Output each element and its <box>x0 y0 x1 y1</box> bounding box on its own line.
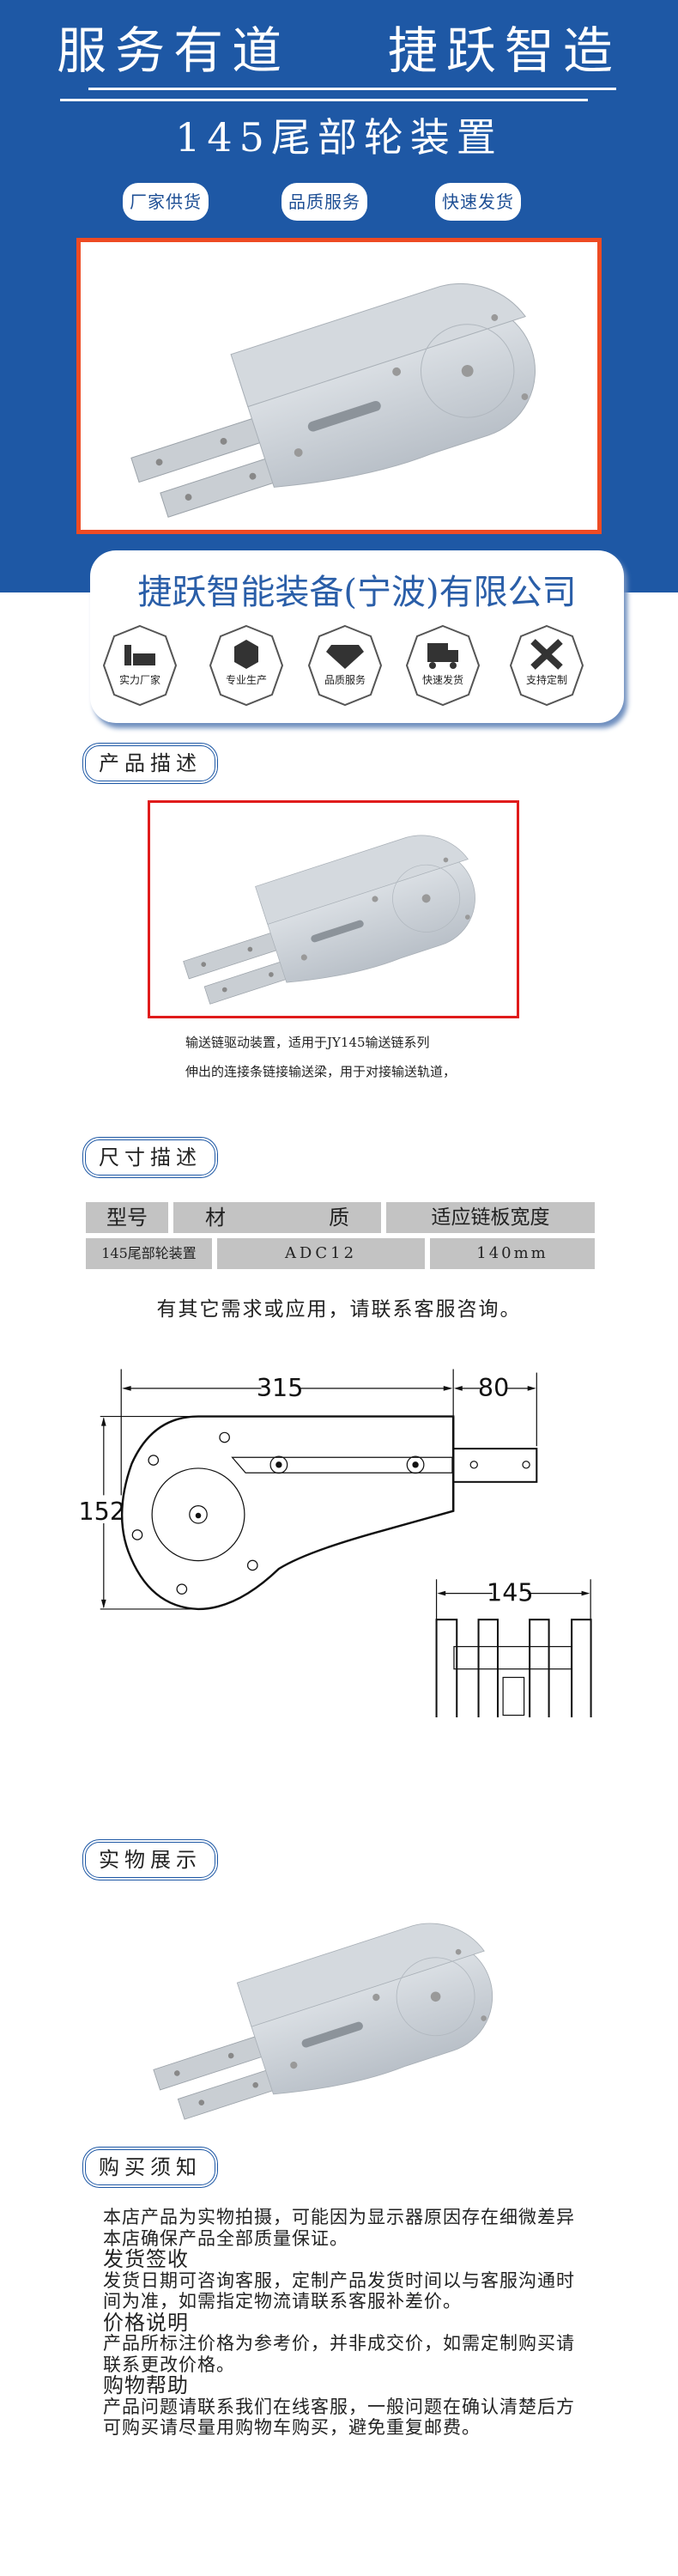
notice-heading: 价格说明 <box>103 2310 189 2335</box>
description-line: 输送链驱动装置，适用于JY145输送链系列 <box>185 1035 430 1050</box>
notice-paragraph: 发货日期可咨询客服，定制产品发货时间以与客服沟通时间为准，如需指定物流请联系客服… <box>103 2269 575 2312</box>
badge-fast-delivery: 快速发货 <box>435 183 521 221</box>
product-photo <box>115 1880 541 2138</box>
table-header-model: 型号 <box>86 1202 168 1233</box>
product-title: 145尾部轮装置 <box>175 114 503 161</box>
table-cell-material: ADC12 <box>217 1238 425 1269</box>
badge-quality-service: 品质服务 <box>281 183 367 221</box>
company-name: 捷跃智能装备(宁波)有限公司 <box>137 573 577 612</box>
dim-width: 145 <box>487 1578 534 1607</box>
hero-product-image <box>76 238 602 534</box>
feature-badge: 支持定制 <box>509 623 584 708</box>
badge-factory-supply: 厂家供货 <box>123 183 209 221</box>
product-image <box>148 800 519 1018</box>
ruler-pencil-icon <box>509 624 584 707</box>
table-cell-model: 145尾部轮装置 <box>86 1238 212 1269</box>
table-header-chain-width: 适应链板宽度 <box>386 1202 595 1233</box>
divider <box>60 99 588 101</box>
notice-paragraph: 产品问题请联系我们在线客服，一般问题在确认清楚后方可购买请尽量用购物车购买，避免… <box>103 2396 575 2439</box>
section-real-photo: 实物展示 <box>82 1839 218 1880</box>
dim-height: 152 <box>79 1497 126 1526</box>
divider <box>88 88 616 90</box>
notice-heading: 发货签收 <box>103 2247 189 2271</box>
truck-icon <box>405 624 481 707</box>
section-purchase-notice: 购买须知 <box>82 2147 218 2188</box>
contact-note: 有其它需求或应用，请联系客服咨询。 <box>156 1298 522 1321</box>
table-header-material: 材 质 <box>173 1202 381 1233</box>
table-cell-chain-width: 140mm <box>430 1238 595 1269</box>
factory-icon <box>102 624 178 707</box>
dim-length: 315 <box>257 1373 304 1402</box>
section-product-description: 产品描述 <box>82 743 218 784</box>
notice-heading: 购物帮助 <box>103 2373 189 2397</box>
section-size-description: 尺寸描述 <box>82 1137 218 1178</box>
dim-extension: 80 <box>478 1373 509 1402</box>
diamond-icon <box>307 624 383 707</box>
feature-badge: 品质服务 <box>307 623 383 708</box>
company-card: 捷跃智能装备(宁波)有限公司 实力厂家 专业生产 品质服务 快速发货 支持定制 <box>90 550 624 723</box>
description-line: 伸出的连接条链接输送梁，用于对接输送轨道， <box>185 1064 457 1079</box>
feature-badge: 快速发货 <box>405 623 481 708</box>
box-gear-icon <box>209 624 284 707</box>
purchase-notice: 本店产品为实物拍摄，可能因为显示器原因存在细微差异本店确保产品全部质量保证。 发… <box>103 2207 584 2439</box>
feature-badge: 实力厂家 <box>102 623 178 708</box>
dimension-drawing: 315 80 152 145 <box>79 1369 592 1717</box>
slogan: 服务有道 捷跃智造 <box>57 21 621 80</box>
notice-paragraph: 产品所标注价格为参考价，并非成交价，如需定制购买请联系更改价格。 <box>103 2333 575 2375</box>
feature-badge: 专业生产 <box>209 623 284 708</box>
notice-paragraph: 本店产品为实物拍摄，可能因为显示器原因存在细微差异本店确保产品全部质量保证。 <box>103 2207 575 2249</box>
